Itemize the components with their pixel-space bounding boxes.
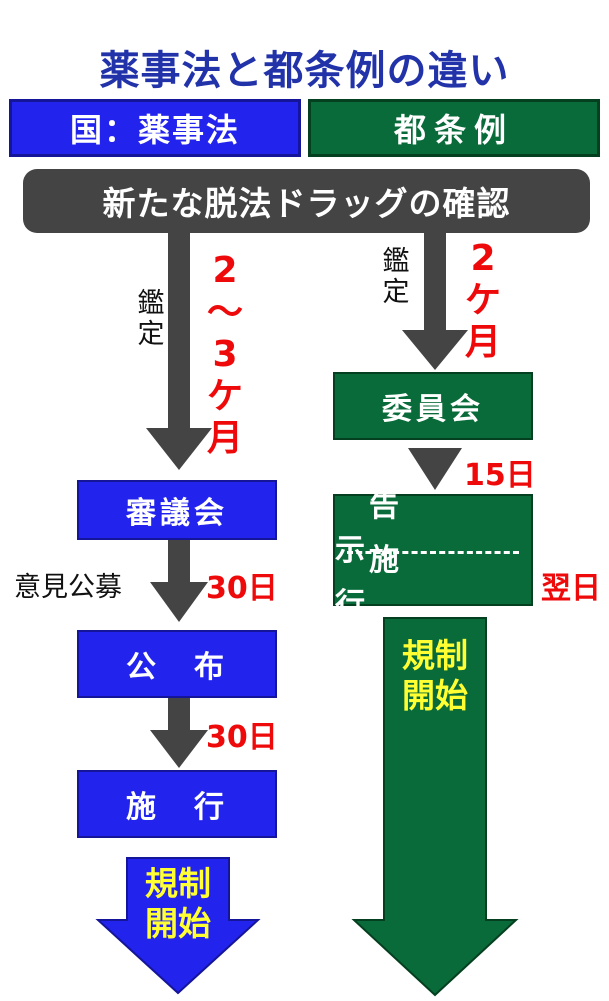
notice-enforcement-divider	[347, 551, 519, 554]
arrow-metro-committee	[408, 448, 462, 490]
arrow-metro-appraisal	[402, 232, 468, 370]
arrow-national-promulgation	[150, 698, 208, 768]
regulation-start-line: 規制	[402, 636, 468, 675]
duration-char: ケ	[206, 376, 243, 417]
metro-appraisal-char: 定	[382, 277, 410, 308]
national-appraisal-char: 定	[137, 319, 165, 350]
duration-char: 月	[206, 418, 243, 459]
arrow-metro-regulation-start	[351, 617, 519, 997]
metro-appraisal-char: 鑑	[382, 246, 410, 277]
duration-char: 2	[212, 250, 238, 291]
national-appraisal-label: 鑑 定	[136, 288, 166, 350]
metro-regulation-start-label: 規制 開始	[385, 636, 485, 716]
public-comment-label: 意見公募	[14, 572, 122, 603]
council-box: 審議会	[77, 480, 277, 540]
arrow-national-comment	[150, 540, 208, 622]
duration-char: 〜	[206, 292, 243, 333]
regulation-start-line: 開始	[402, 676, 468, 715]
arrow-national-regulation-start	[95, 857, 261, 995]
metro-appraisal-duration: 2 ケ 月	[458, 238, 508, 364]
public-comment-days: 30日	[206, 571, 278, 606]
national-appraisal-char: 鑑	[137, 288, 165, 319]
next-day-label: 翌日	[541, 571, 601, 606]
committee-box: 委員会	[333, 372, 533, 440]
duration-char: 3	[212, 334, 238, 375]
page-title: 薬事法と都条例の違い	[99, 48, 510, 94]
duration-char: ケ	[464, 280, 501, 321]
new-drug-confirmation-box: 新たな脱法ドラッグの確認	[23, 169, 590, 233]
national-regulation-start-label: 規制 開始	[128, 864, 228, 944]
promulgation-box: 公 布	[77, 630, 277, 698]
national-enforcement-box: 施 行	[77, 770, 277, 838]
notice-enforcement-box: 告 示 施 行	[333, 489, 533, 622]
regulation-start-line: 開始	[145, 904, 211, 943]
regulation-start-line: 規制	[145, 864, 211, 903]
national-appraisal-duration: 2 〜 3 ケ 月	[200, 250, 250, 460]
duration-char: 月	[464, 322, 501, 363]
promulgation-days: 30日	[206, 720, 278, 755]
committee-days: 15日	[464, 458, 536, 493]
metro-enforcement-label: 施 行	[335, 543, 497, 622]
arrow-national-appraisal	[146, 232, 212, 470]
header-national-law: 国：薬事法	[9, 99, 301, 157]
duration-char: 2	[470, 238, 496, 279]
header-metro-ordinance: 都条例	[308, 99, 600, 157]
metro-appraisal-label: 鑑 定	[381, 246, 411, 308]
